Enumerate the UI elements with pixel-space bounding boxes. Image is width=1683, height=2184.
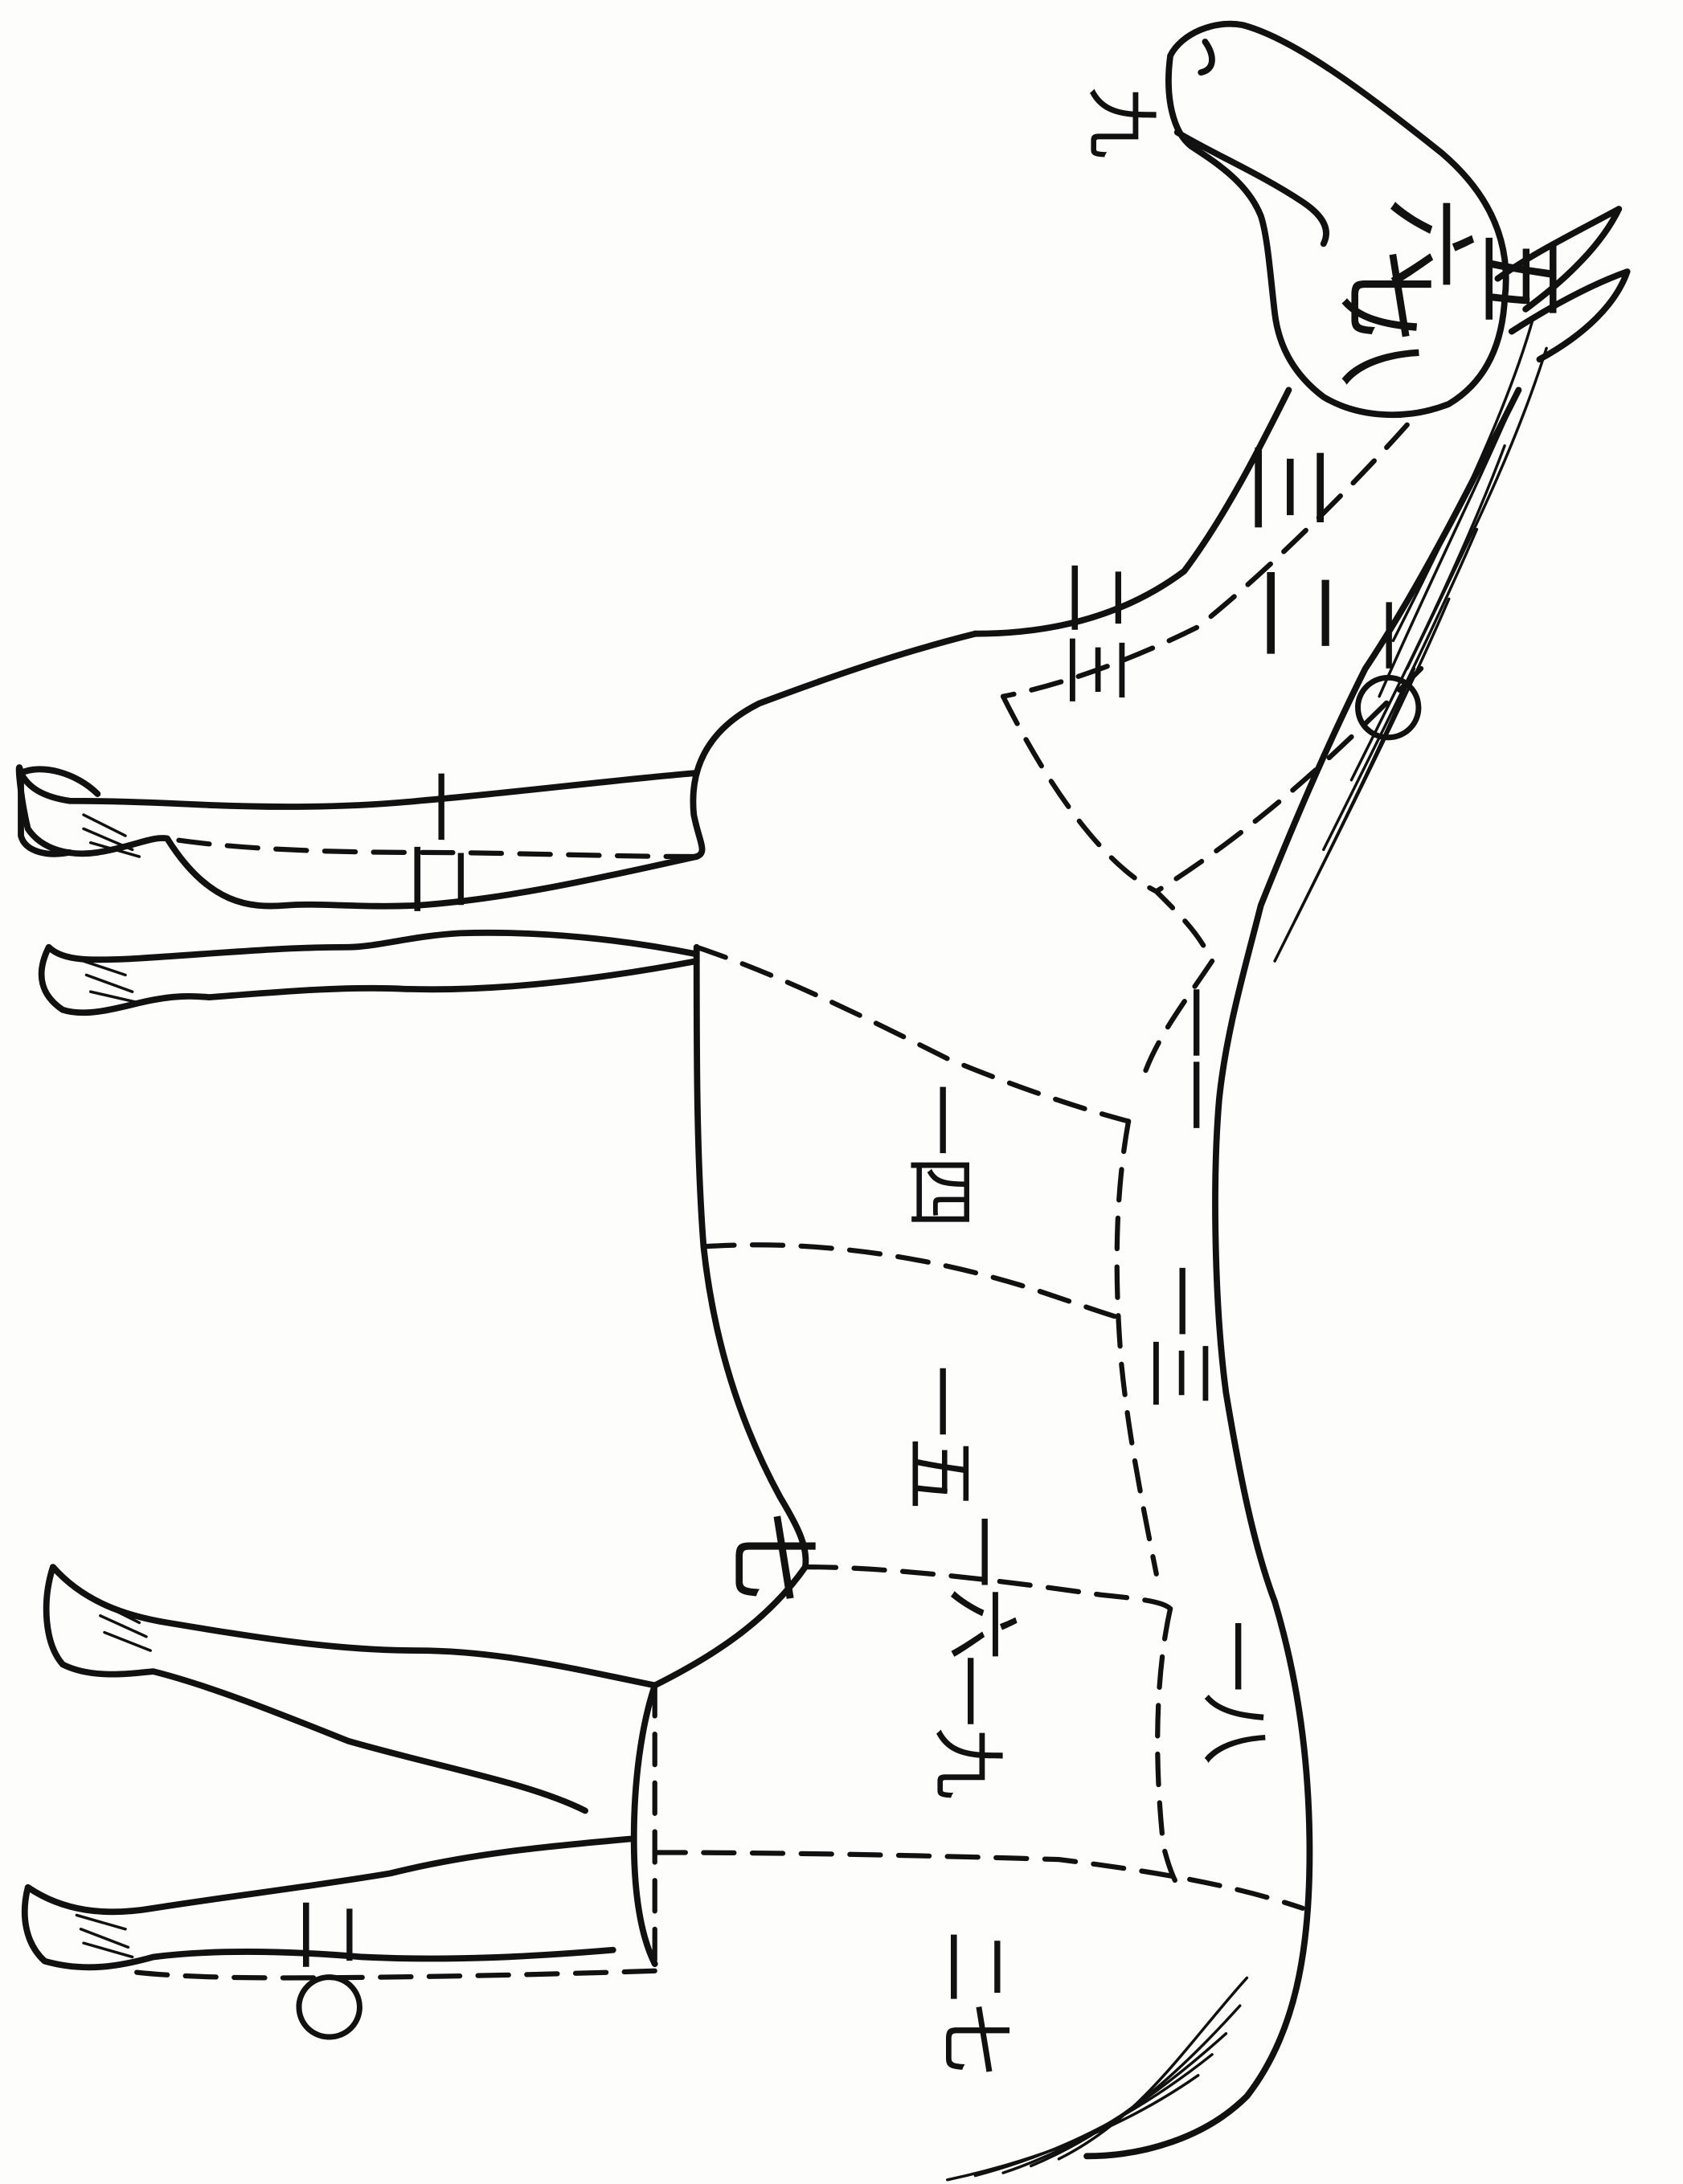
region-label-neck-upper: 一〇 bbox=[1343, 599, 1427, 743]
region-label-hindleg: 二〇 bbox=[284, 1899, 368, 2043]
region-label-back: 一三 bbox=[1136, 1265, 1221, 1409]
region-label-shoulder: 一四 bbox=[897, 1084, 981, 1229]
region-label-throat: 三 bbox=[1234, 442, 1341, 534]
region-label-neck-lower: 二三 bbox=[1053, 562, 1137, 706]
region-label-crest: 二 bbox=[1243, 567, 1350, 659]
region-label-foreleg: 一二 bbox=[395, 771, 480, 915]
region-label-hip: 一九 bbox=[925, 1654, 1009, 1799]
region-label-lips: 九 bbox=[1078, 86, 1162, 158]
region-label-stifle: 七 bbox=[718, 1511, 825, 1603]
region-label-jaw: 八 bbox=[1327, 295, 1434, 386]
region-label-flank: 一六 bbox=[939, 1515, 1023, 1660]
region-label-loin: 一八 bbox=[1193, 1620, 1277, 1765]
region-label-tail: 二七 bbox=[932, 1931, 1016, 2076]
region-label-withers: 一一 bbox=[1151, 986, 1235, 1131]
region-label-belly: 一五 bbox=[897, 1365, 981, 1510]
